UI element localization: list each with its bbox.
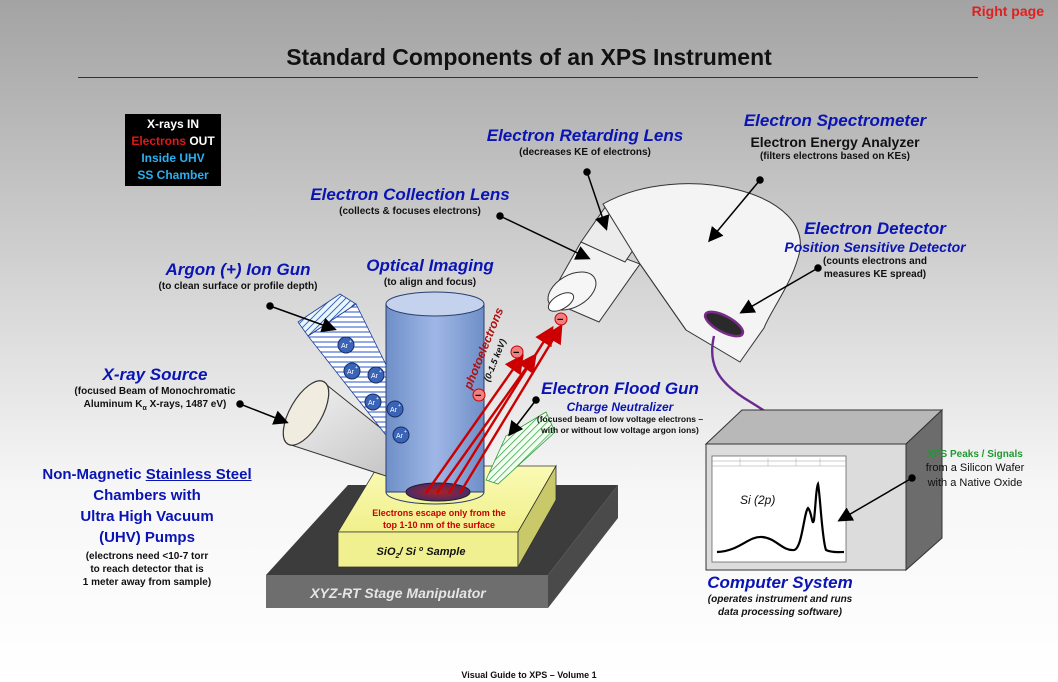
collection-lens <box>547 241 641 323</box>
svg-text:+: + <box>349 339 352 345</box>
svg-text:Ar: Ar <box>371 373 379 380</box>
xray-source-label: X-ray Source (focused Beam of Monochroma… <box>74 365 236 412</box>
escape-note-line1: Electrons escape only from the <box>372 508 506 518</box>
collection-lens-label: Electron Collection Lens (collects & foc… <box>310 185 510 217</box>
spectrometer-label: Electron Spectrometer Electron Energy An… <box>743 111 927 162</box>
ion-gun-label: Argon (+) Ion Gun (to clean surface or p… <box>158 260 318 292</box>
optical-imaging-cylinder <box>385 291 485 505</box>
detector-label: Electron Detector Position Sensitive Det… <box>784 219 966 280</box>
title-divider <box>78 77 978 78</box>
legend-xrays: X-rays IN <box>146 117 200 131</box>
spectrum-label: Si (2p) <box>740 493 775 507</box>
svg-text:Ar: Ar <box>368 400 376 407</box>
electron-particles: − − − <box>472 312 568 402</box>
xps-peaks-label: XPS Peaks / Signals from a Silicon Wafer… <box>925 449 1025 489</box>
escape-note-line2: top 1-10 nm of the surface <box>383 520 495 530</box>
footer-caption: Visual Guide to XPS – Volume 1 <box>461 670 597 680</box>
svg-text:Ar: Ar <box>390 407 398 414</box>
legend-chamber: SS Chamber <box>137 168 209 182</box>
computer-system-label: Computer System (operates instrument and… <box>707 573 853 618</box>
argon-ions: Ar+ Ar+ Ar+ Ar+ Ar+ Ar+ <box>337 336 410 444</box>
svg-text:−: − <box>557 314 563 326</box>
svg-text:−: − <box>475 390 481 402</box>
legend-box: X-rays IN Electrons OUT Inside UHV SS Ch… <box>125 114 221 186</box>
pointer-lines <box>236 168 916 522</box>
svg-text:+: + <box>355 365 358 371</box>
uhv-chambers-label: Non-Magnetic Stainless Steel Chambers wi… <box>42 466 252 588</box>
flood-gun-label: Electron Flood Gun Charge Neutralizer (f… <box>536 379 704 435</box>
svg-text:Ar: Ar <box>341 343 349 350</box>
sample-label: SiO2/ Si o Sample <box>377 546 466 560</box>
svg-text:+: + <box>376 396 379 402</box>
svg-text:Ar: Ar <box>347 369 355 376</box>
page-corner-label: Right page <box>971 3 1044 19</box>
optical-imaging-label: Optical Imaging (to align and focus) <box>366 256 494 288</box>
svg-text:Ar: Ar <box>396 433 404 440</box>
retarding-lens-label: Electron Retarding Lens (decreases KE of… <box>486 126 684 158</box>
page-title: Standard Components of an XPS Instrument <box>286 44 772 70</box>
svg-text:+: + <box>404 429 407 435</box>
legend-uhv: Inside UHV <box>141 151 205 165</box>
svg-text:−: − <box>513 347 519 359</box>
svg-text:+: + <box>379 369 382 375</box>
legend-electrons: Electrons OUT <box>131 134 215 148</box>
stage-label: XYZ-RT Stage Manipulator <box>309 585 487 601</box>
svg-text:+: + <box>398 403 401 409</box>
